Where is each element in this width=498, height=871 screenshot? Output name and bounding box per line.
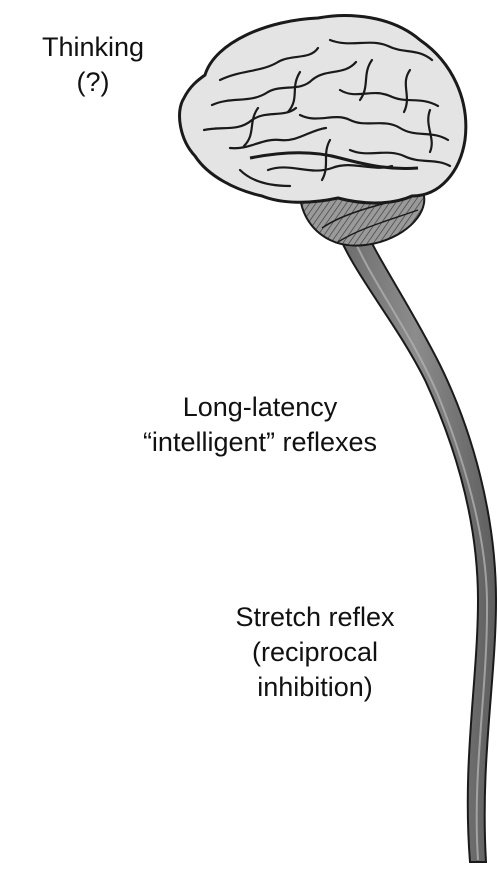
thinking-label: Thinking (?): [18, 30, 168, 100]
stretch-reflex-label-line-2: (reciprocal: [190, 635, 440, 670]
long-latency-label-line-1: Long-latency: [100, 390, 420, 425]
long-latency-label: Long-latency “intelligent” reflexes: [100, 390, 420, 460]
stretch-reflex-label: Stretch reflex (reciprocal inhibition): [190, 600, 440, 705]
stretch-reflex-label-line-1: Stretch reflex: [190, 600, 440, 635]
long-latency-label-line-2: “intelligent” reflexes: [100, 425, 420, 460]
thinking-label-line-2: (?): [18, 65, 168, 100]
cerebrum: [180, 16, 466, 203]
spinal-cord: [335, 222, 496, 862]
stretch-reflex-label-line-3: inhibition): [190, 670, 440, 705]
thinking-label-line-1: Thinking: [18, 30, 168, 65]
